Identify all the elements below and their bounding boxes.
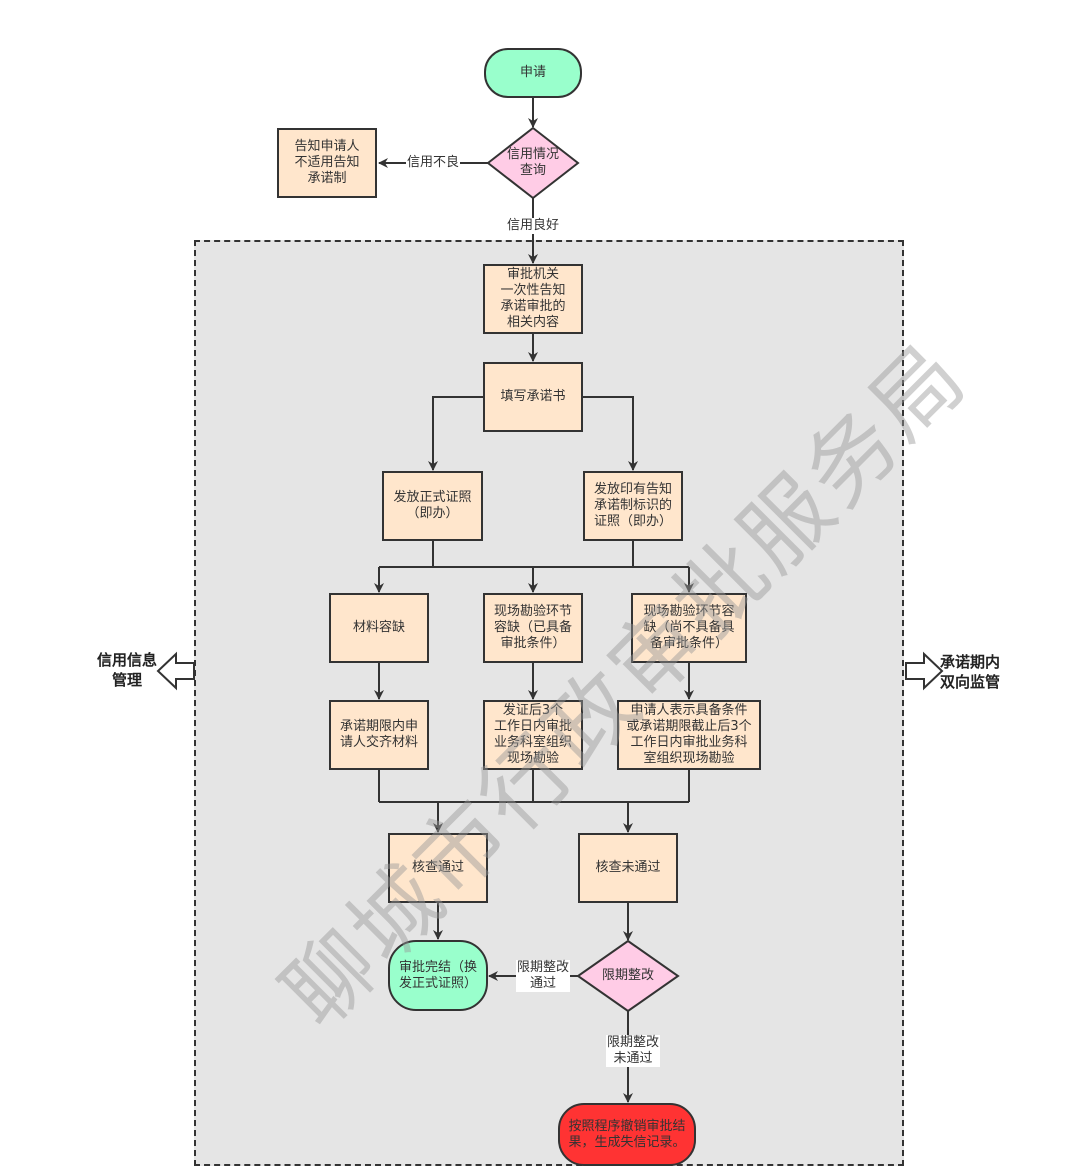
node-check-pass: 核查通过: [388, 833, 488, 903]
node-inspect-3days: 发证后3个 工作日内审批 业务科室组织 现场勘验: [483, 700, 583, 770]
edge-fill-formal: [428, 396, 483, 471]
node-inspect-after-ready: 申请人表示具备条件 或承诺期限截止后3个 工作日内审批业务科 室组织现场勘验: [617, 700, 761, 770]
node-site-tolerance-ready: 现场勘验环节 容缺（已具备 审批条件）: [483, 593, 583, 663]
node-rectify: 限期整改: [601, 968, 654, 983]
side-label-supervision: 承诺期内 双向监管: [939, 653, 1000, 691]
edge-issue-merge: [379, 541, 689, 568]
node-site-tolerance-not-ready: 现场勘验环节容 缺（尚不具备具 备审批条件）: [631, 593, 747, 663]
left-hollow-arrow-icon: [156, 651, 195, 691]
label-credit-bad: 信用不良: [405, 155, 461, 171]
label-rectify-fail: 限期整改 未通过: [605, 1035, 661, 1067]
edge-row4-merge: [378, 770, 690, 803]
node-authority-notify: 审批机关 一次性告知 承诺审批的 相关内容: [483, 264, 583, 334]
node-material-tolerance: 材料容缺: [329, 593, 429, 663]
node-issue-formal: 发放正式证照 （即办）: [382, 471, 483, 541]
node-issue-marked: 发放印有告知 承诺制标识的 证照（即办）: [583, 471, 683, 541]
node-notify-not-applicable: 告知申请人 不适用告知 承诺制: [277, 128, 377, 198]
node-submit-materials: 承诺期限内申 请人交齐材料: [329, 700, 429, 770]
node-check-fail: 核查未通过: [578, 833, 678, 903]
label-rectify-pass: 限期整改 通过: [515, 960, 571, 992]
right-hollow-arrow-icon: [905, 651, 944, 691]
label-credit-good: 信用良好: [505, 218, 561, 234]
rectify-diamond: [576, 939, 680, 1013]
side-label-credit-info: 信用信息 管理: [96, 651, 157, 689]
node-apply: 申请: [484, 48, 582, 98]
node-fill-commitment: 填写承诺书: [483, 362, 583, 432]
credit-check-diamond: [486, 126, 580, 200]
edge-fill-marked: [583, 396, 638, 471]
node-approval-done: 审批完结（换 发正式证照）: [388, 940, 488, 1011]
node-revoke: 按照程序撤销审批结 果，生成失信记录。: [558, 1103, 696, 1166]
node-credit-check: 信用情况 查询: [506, 147, 559, 178]
